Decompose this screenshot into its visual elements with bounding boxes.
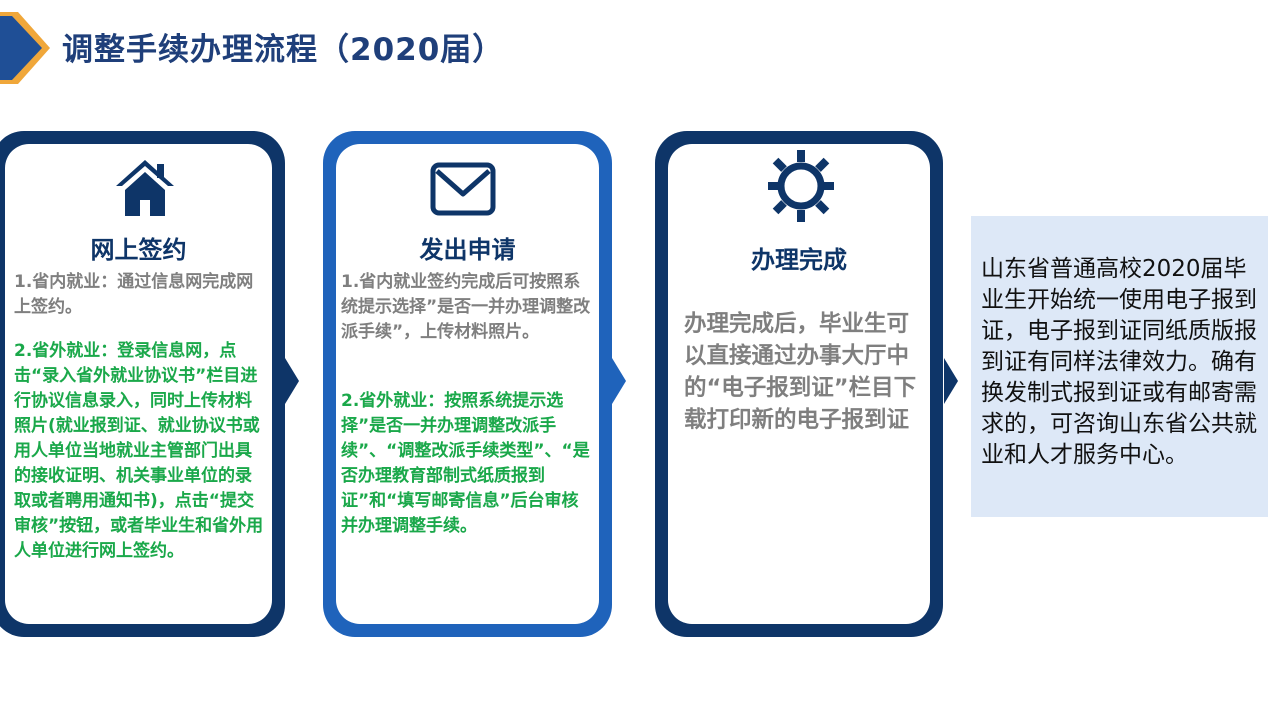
step-paragraph-2: 2.省外就业：按照系统提示选择”是否一并办理调整改派手续”、“调整改派手续类型”… [341,391,590,536]
mail-icon [430,162,496,216]
step-paragraph-1: 1.省内就业：通过信息网完成网上签约。 [14,272,254,317]
step-card-sign-online: 网上签约 1.省内就业：通过信息网完成网上签约。 2.省外就业：登录信息网，点击… [0,131,285,637]
step-title: 发出申请 [419,236,516,264]
step-paragraph-1: 办理完成后，毕业生可以直接通过办事大厅中的“电子报到证”栏目下载打印新的电子报到… [684,311,917,433]
step-paragraph-2: 2.省外就业：登录信息网，点击“录入省外就业协议书”栏目进行协议信息录入，同时上… [14,341,264,561]
title-chevron-icon [0,12,50,84]
flow-arrow-icon [285,358,299,404]
step-card-body: 网上签约 1.省内就业：通过信息网完成网上签约。 2.省外就业：登录信息网，点击… [5,144,272,624]
step-title: 办理完成 [751,246,847,274]
step-card-body: 办理完成 办理完成后，毕业生可以直接通过办事大厅中的“电子报到证”栏目下载打印新… [668,144,930,624]
flow-arrow-icon [612,358,626,404]
page-title: 调整手续办理流程（2020届） [62,32,505,68]
flow-arrow-icon [944,358,958,404]
gear-icon [768,150,834,222]
step-paragraph-1: 1.省内就业签约完成后可按照系统提示选择”是否一并办理调整改派手续”，上传材料照… [341,272,591,342]
home-icon [116,160,174,216]
step-card-body: 发出申请 1.省内就业签约完成后可按照系统提示选择”是否一并办理调整改派手续”，… [336,144,599,624]
step-title: 网上签约 [90,236,187,264]
step-card-completed: 办理完成 办理完成后，毕业生可以直接通过办事大厅中的“电子报到证”栏目下载打印新… [655,131,943,637]
info-note: 山东省普通高校2020届毕业生开始统一使用电子报到证，电子报到证同纸质版报到证有… [971,216,1268,517]
step-card-submit-request: 发出申请 1.省内就业签约完成后可按照系统提示选择”是否一并办理调整改派手续”，… [323,131,612,637]
